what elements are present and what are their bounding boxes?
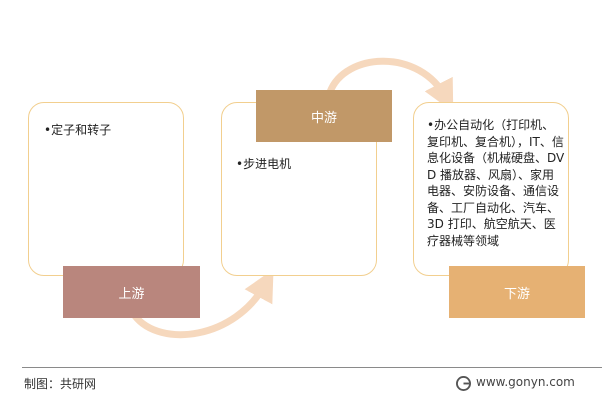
arc-midstream-to-downstream	[326, 57, 454, 112]
downstream-text: •办公自动化（打印机、复印机、复合机），IT、信息化设备（机械硬盘、DVD 播放…	[427, 118, 565, 248]
downstream-label: 下游	[449, 266, 585, 318]
upstream-label: 上游	[63, 266, 200, 318]
midstream-text: •步进电机	[236, 157, 292, 171]
arc-upstream-to-midstream	[131, 269, 274, 339]
footer-website: www.gonyn.com	[476, 375, 575, 389]
footer-source: 制图：共研网	[24, 377, 97, 391]
upstream-panel	[28, 102, 184, 276]
footer-divider	[22, 367, 602, 368]
upstream-text: •定子和转子	[44, 123, 112, 137]
gonyn-logo-icon	[456, 376, 471, 391]
midstream-label: 中游	[256, 90, 392, 142]
downstream-panel	[413, 102, 569, 276]
